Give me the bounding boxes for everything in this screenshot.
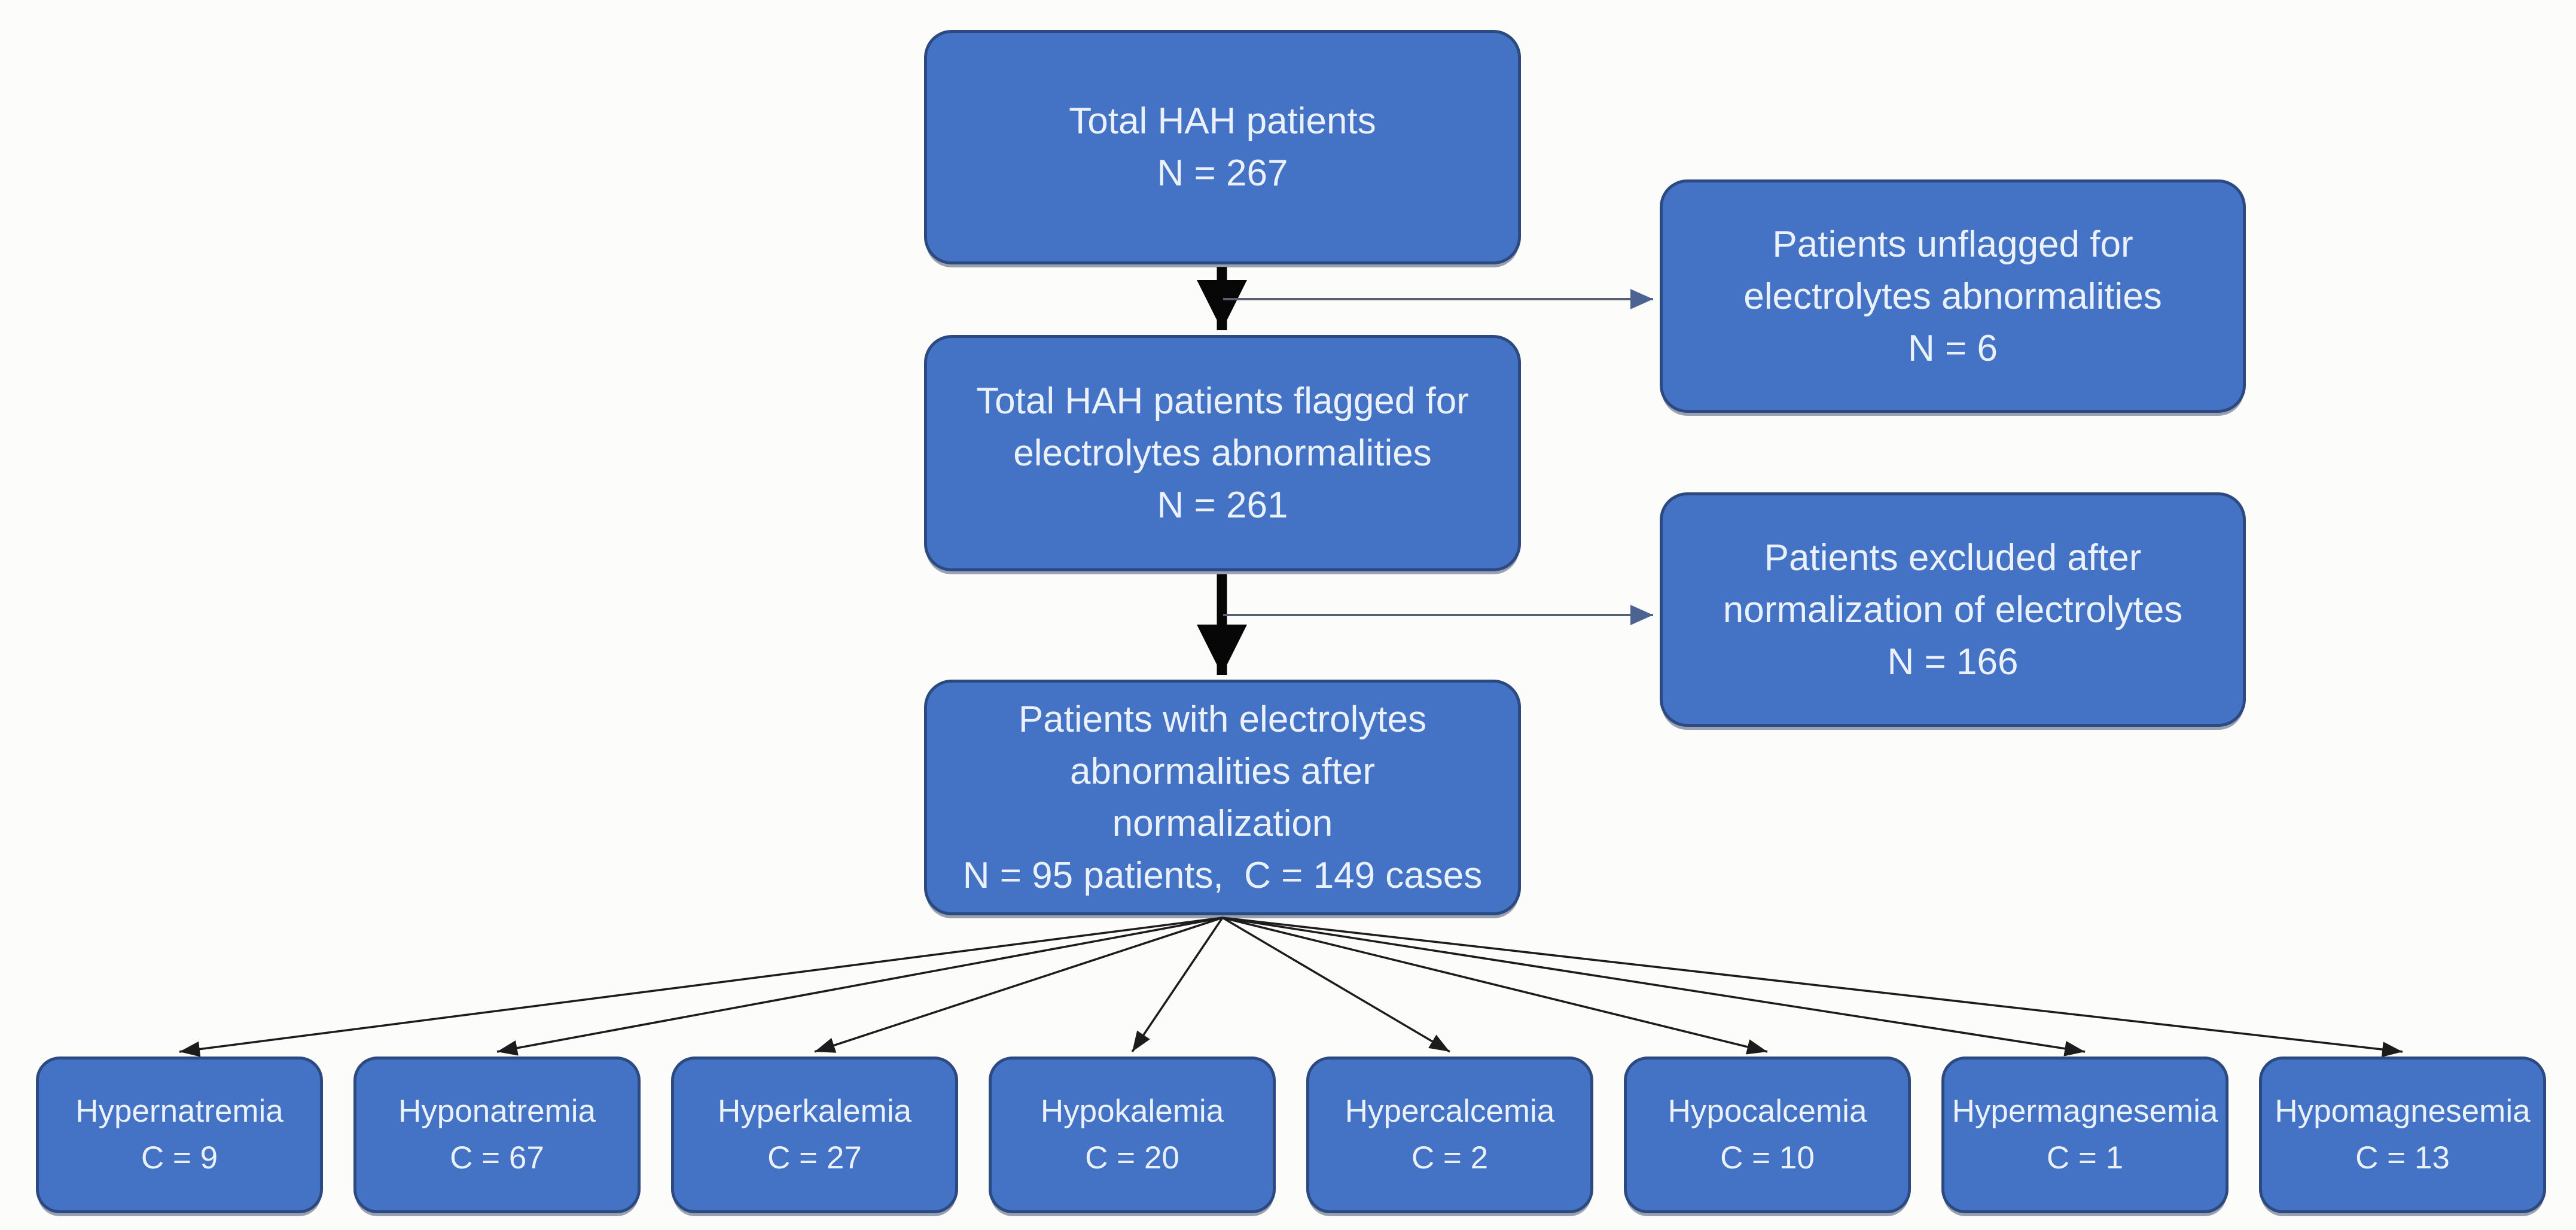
node-total-hah-patients: Total HAH patients N = 267 (924, 30, 1521, 264)
node-unflagged-patients: Patients unflagged for electrolytes abno… (1660, 179, 2246, 413)
node-excluded-patients-text: Patients excluded after normalization of… (1723, 537, 2183, 683)
node-hypokalemia: Hypokalemia C = 20 (989, 1057, 1276, 1213)
node-hypomagnesemia-text: Hypomagnesemia C = 13 (2275, 1094, 2531, 1176)
connector-to-hypokalemia (1131, 917, 1224, 1052)
connector-to-hypomagnesemia (1222, 917, 2403, 1058)
node-hyperkalemia: Hyperkalemia C = 27 (671, 1057, 958, 1213)
node-hyponatremia-text: Hyponatremia C = 67 (398, 1094, 596, 1176)
connector-to-hypernatremia (179, 917, 1223, 1057)
node-flagged-patients-text: Total HAH patients flagged for electroly… (976, 380, 1469, 526)
node-hyponatremia: Hyponatremia C = 67 (353, 1057, 641, 1213)
node-hypermagnesemia-text: Hypermagnesemia C = 1 (1952, 1094, 2218, 1176)
node-flagged-patients: Total HAH patients flagged for electroly… (924, 335, 1521, 571)
node-hyperkalemia-text: Hyperkalemia C = 27 (717, 1094, 911, 1176)
node-hypernatremia-text: Hypernatremia C = 9 (75, 1094, 283, 1176)
node-excluded-patients: Patients excluded after normalization of… (1660, 492, 2246, 727)
node-hypermagnesemia: Hypermagnesemia C = 1 (1941, 1057, 2229, 1213)
node-unflagged-patients-text: Patients unflagged for electrolytes abno… (1743, 223, 2162, 369)
node-hypercalcemia-text: Hypercalcemia C = 2 (1345, 1094, 1555, 1176)
node-after-normalization: Patients with electrolytes abnormalities… (924, 680, 1521, 915)
node-after-normalization-text: Patients with electrolytes abnormalities… (962, 699, 1483, 896)
node-total-hah-patients-text: Total HAH patients N = 267 (1069, 101, 1376, 194)
connector-to-hypocalcemia (1222, 917, 1768, 1055)
node-hypokalemia-text: Hypokalemia C = 20 (1040, 1094, 1224, 1176)
connector-to-hypermagnesemia (1222, 917, 2086, 1057)
node-hypernatremia: Hypernatremia C = 9 (36, 1057, 323, 1213)
connector-to-hypercalcemia (1222, 917, 1450, 1053)
node-hypomagnesemia: Hypomagnesemia C = 13 (2259, 1057, 2546, 1213)
node-hypercalcemia: Hypercalcemia C = 2 (1306, 1057, 1593, 1213)
connector-to-hyponatremia (496, 917, 1223, 1056)
connector-to-hyperkalemia (814, 917, 1223, 1053)
node-hypocalcemia-text: Hypocalcemia C = 10 (1667, 1094, 1867, 1176)
node-hypocalcemia: Hypocalcemia C = 10 (1624, 1057, 1911, 1213)
